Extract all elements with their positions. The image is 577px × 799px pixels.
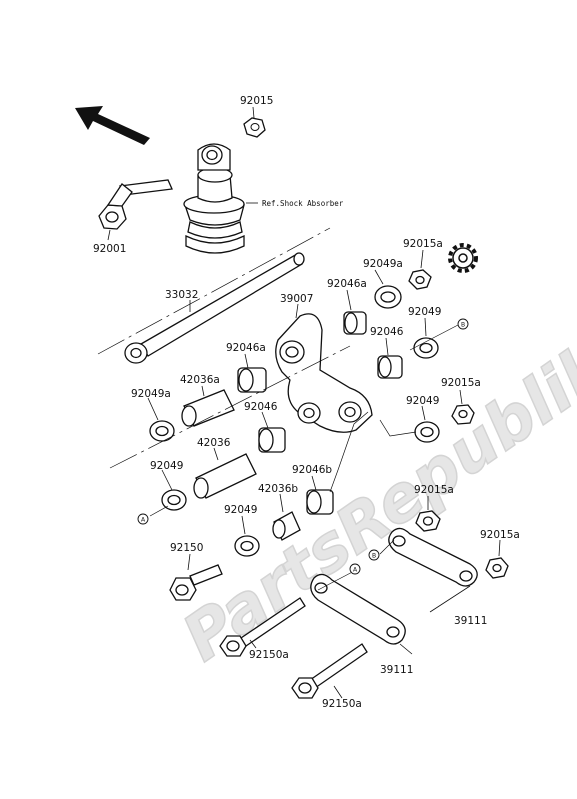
label-92049-bottom: 92049 (224, 504, 257, 516)
nut-92015a-lower (415, 510, 441, 532)
bolt-92150 (169, 564, 223, 601)
svg-text:B: B (461, 322, 465, 329)
nut-92015a-upper (408, 269, 432, 290)
label-92001: 92001 (93, 243, 126, 255)
bolt-92150a-upper (219, 597, 306, 657)
label-42036a: 42036a (180, 374, 220, 386)
tie-rod-39111-lower (310, 573, 406, 645)
label-92049-right-lower: 92049 (406, 395, 439, 407)
label-92150a-lower: 92150a (322, 698, 362, 710)
front-direction-arrow-icon (75, 106, 150, 145)
svg-text:A: A (141, 517, 146, 524)
label-42036: 42036 (197, 437, 231, 449)
bolt-92001 (98, 179, 173, 230)
washer-92049a-upper (374, 285, 402, 309)
label-92046-right: 92046 (370, 326, 404, 338)
label-92015a-upper: 92015a (403, 238, 443, 250)
bolt-92150a-lower (291, 643, 368, 699)
marker-a-lower: A (349, 563, 361, 575)
ref-shock-absorber-label: Ref.Shock Absorber (262, 199, 344, 208)
label-92049a-upper: 92049a (363, 258, 403, 270)
part-labels: 92015 92001 33032 39007 92046a 92049a 92… (93, 95, 520, 710)
svg-text:A: A (353, 567, 358, 574)
bearing-92046-right (377, 355, 403, 379)
collar-42036 (193, 453, 257, 499)
link-39007 (275, 313, 373, 433)
gear-icon (448, 243, 478, 273)
label-92015a-bottom: 92015a (480, 529, 520, 541)
label-92049a-left: 92049a (131, 388, 171, 400)
label-33032: 33032 (165, 289, 198, 301)
label-92015a-mid: 92015a (441, 377, 481, 389)
label-39111-upper: 39111 (454, 615, 487, 627)
label-92150: 92150 (170, 542, 203, 554)
washer-92049-right-lower (414, 421, 440, 443)
nut-92015a-mid (451, 404, 475, 425)
bearing-92046-left (258, 427, 286, 453)
bearing-92046b (306, 489, 334, 515)
label-39111-lower: 39111 (380, 664, 413, 676)
nut-92015 (243, 117, 266, 138)
label-92046-left: 92046 (244, 401, 278, 413)
bearing-92046a-upper (343, 311, 367, 335)
shock-absorber (183, 143, 245, 254)
label-92015a-lower: 92015a (414, 484, 454, 496)
marker-b-lower: B (368, 549, 380, 561)
bearing-92046a-left (237, 367, 267, 393)
collar-42036b (272, 511, 301, 541)
label-92150a-upper: 92150a (249, 649, 289, 661)
marker-a-left: A (137, 513, 149, 525)
washer-92049a-left (149, 420, 175, 442)
label-42036b: 42036b (258, 483, 298, 495)
shaft-33032 (124, 252, 305, 364)
tie-rod-39111-upper (388, 527, 478, 587)
leader-lines (107, 106, 501, 699)
label-92015: 92015 (240, 95, 273, 107)
washer-92049-bottom (234, 535, 260, 557)
svg-text:B: B (372, 553, 376, 560)
marker-b-upper: B (457, 318, 469, 330)
label-92046a-left: 92046a (226, 342, 266, 354)
label-92049-right-upper: 92049 (408, 306, 441, 318)
label-92046a-upper: 92046a (327, 278, 367, 290)
label-92049-left: 92049 (150, 460, 183, 472)
assembly-lines (97, 227, 459, 591)
collar-42036a (181, 389, 235, 427)
nut-92015a-bottom (485, 557, 509, 579)
label-39007: 39007 (280, 293, 313, 305)
washer-92049-right-upper (413, 337, 439, 359)
label-92046b: 92046b (292, 464, 332, 476)
washer-92049-left (161, 489, 187, 511)
